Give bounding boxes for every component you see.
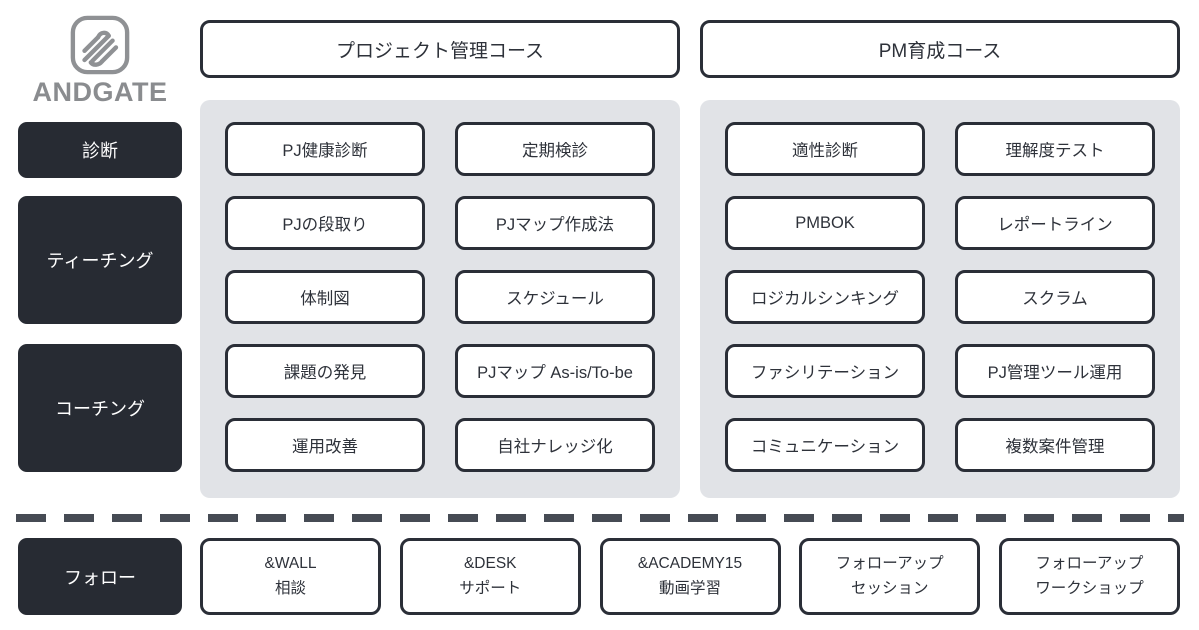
follow-item-line2: セッション [850,579,929,597]
course-item: 定期検診 [455,122,655,176]
phase-label-follow: フォロー [18,538,182,615]
andgate-logo-icon [70,15,130,75]
phase-label-diagnosis: 診断 [18,122,182,178]
course-header-label: プロジェクト管理コース [335,40,545,62]
follow-item-desk: &DESK サポート [399,538,581,615]
follow-item-line2: ワークショップ [1035,579,1144,597]
course-header-pj-management: プロジェクト管理コース [200,20,680,78]
course-item: PJの段取り [225,196,425,250]
course-item: スクラム [955,270,1155,324]
course-item: 適性診断 [725,122,925,176]
course-item: 体制図 [225,270,425,324]
course-item: 課題の発見 [225,344,425,398]
course-item: PJマップ As-is/To-be [455,344,655,398]
follow-item-session: フォローアップ セッション [799,538,981,615]
follow-item-wall: &WALL 相談 [200,538,381,615]
phase-label-coaching: コーチング [18,344,182,472]
course-item: 運用改善 [225,418,425,472]
follow-item-academy15: &ACADEMY15 動画学習 [599,538,781,615]
course-header-pm-training: PM育成コース [700,20,1180,78]
course-item: 複数案件管理 [955,418,1155,472]
phase-label-text: フォロー [64,567,136,588]
follow-item-line1: フォローアップ [1035,555,1144,573]
course-item: PJマップ作成法 [455,196,655,250]
follow-row: &WALL 相談 &DESK サポート &ACADEMY15 動画学習 フォロー… [200,538,1180,615]
phase-label-text: コーチング [55,399,145,419]
course-item: PJ健康診断 [225,122,425,176]
follow-item-line1: &ACADEMY15 [637,555,743,573]
course-panel-pm-training: 適性診断 理解度テスト PMBOK レポートライン ロジカルシンキング スクラム… [700,100,1180,498]
course-item: レポートライン [955,196,1155,250]
phase-label-text: ティーチング [46,251,154,271]
phase-label-teaching: ティーチング [18,196,182,324]
course-header-label: PM育成コース [878,40,1002,62]
brand-block: ANDGATE [18,14,182,106]
follow-item-line1: フォローアップ [835,555,944,573]
follow-item-workshop: フォローアップ ワークショップ [999,538,1180,615]
course-item: コミュニケーション [725,418,925,472]
course-item: 自社ナレッジ化 [455,418,655,472]
course-item: ロジカルシンキング [725,270,925,324]
phase-label-text: 診断 [82,141,118,161]
follow-item-line2: 相談 [274,579,306,597]
follow-item-line1: &WALL [264,555,317,573]
follow-item-line2: サポート [459,579,522,597]
course-item: PJ管理ツール運用 [955,344,1155,398]
course-item: PMBOK [725,196,925,250]
brand-name: ANDGATE [32,77,168,107]
course-panel-pj-management: PJ健康診断 定期検診 PJの段取り PJマップ作成法 体制図 スケジュール 課… [200,100,680,498]
course-item: ファシリテーション [725,344,925,398]
course-item: スケジュール [455,270,655,324]
course-item: 理解度テスト [955,122,1155,176]
follow-item-line2: 動画学習 [658,579,721,597]
dashed-divider [16,514,1184,522]
follow-item-line1: &DESK [463,555,517,573]
